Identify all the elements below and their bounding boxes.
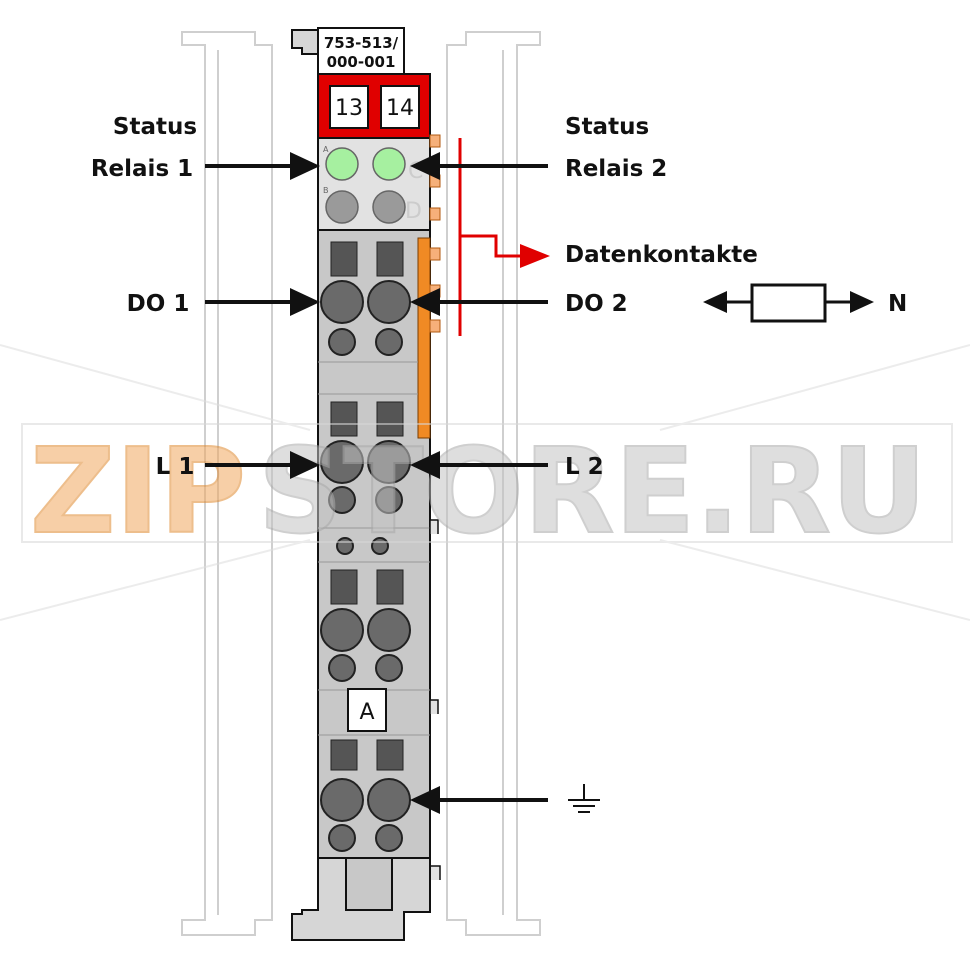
lever-pe1 [330,739,358,771]
data-contact-6 [429,319,441,333]
label-status-relais-1-line1: Status [113,114,197,140]
arrowhead-status-2 [410,152,440,180]
arrowhead-do1 [290,288,320,316]
io-module: 753-513/ 000-001 13 14 A B C D [291,27,441,941]
article-number-line1: 753-513/ [324,34,399,52]
arrowhead-status-1 [290,152,320,180]
lever-do1 [330,241,358,277]
label-status-relais-1-line2: Relais 1 [91,156,193,182]
test-point-pe2 [375,824,403,852]
data-contact-1 [429,134,441,148]
status-led-relais-2 [372,147,406,181]
datenkontakte-arrowhead [520,244,550,268]
test-point-do1 [328,328,356,356]
watermark-diag-3 [659,344,970,431]
clamp-pe1 [320,778,364,822]
lever-l2 [376,401,404,437]
clamp-l1 [320,440,364,484]
test-point-l1 [328,486,356,514]
lever-l1 [330,401,358,437]
terminal-block-n [320,569,411,682]
arrowheads [290,152,440,814]
label-status-relais-2-line1: Status [565,114,649,140]
terminal-block-do [320,241,411,356]
led-letter-d: D [405,199,422,224]
load-left-arrowhead [703,291,727,313]
label-l2: L 2 [565,454,604,480]
watermark-text-gray: STORE.RU [258,422,927,560]
side-notch-2 [429,699,439,714]
ground-icon [568,784,600,813]
arrowhead-do2 [410,288,440,316]
label-do1: DO 1 [127,291,190,317]
data-contact-4 [429,247,441,261]
watermark-diag-2 [0,539,311,621]
label-datenkontakte: Datenkontakte [565,242,758,268]
clamp-pe2 [367,778,411,822]
terminal-block-pe [320,739,411,852]
rail-outline [181,31,541,936]
test-point-n2 [375,654,403,682]
article-number-box [317,27,405,75]
lever-n2 [376,569,404,605]
test-point-n1 [328,654,356,682]
terminal-14-box [380,85,420,129]
marker-box [347,688,387,732]
watermark: ZIP STORE.RU [0,344,970,621]
marker-label: A [359,700,374,725]
clamp-do1 [320,280,364,324]
test-point-pe1 [328,824,356,852]
arrowhead-l1 [290,451,320,479]
load-right-arrowhead [850,291,874,313]
label-l1: L 1 [156,454,195,480]
terminal-13-label: 13 [335,96,363,121]
arrowhead-pe [410,786,440,814]
callout-arrows [205,164,548,802]
test-point-do2 [375,328,403,356]
terminal-13-box [329,85,369,129]
arrowhead-l2 [410,451,440,479]
load-resistor [750,283,827,323]
watermark-diag-1 [0,344,311,431]
watermark-diag-4 [659,539,970,621]
article-number-line2: 000-001 [327,53,396,71]
lever-do2 [376,241,404,277]
clamp-do2 [367,280,411,324]
label-do2: DO 2 [565,291,628,317]
lever-n1 [330,569,358,605]
watermark-text-orange: ZIP [30,422,246,560]
led-letter-b: B [323,186,329,195]
watermark-frame [21,423,953,543]
clamp-n2 [367,608,411,652]
label-n: N [888,291,907,317]
lever-pe2 [376,739,404,771]
label-status-relais-2-line2: Relais 2 [565,156,667,182]
data-contact-strip [417,237,431,439]
led-letter-a: A [323,145,329,154]
side-notch-1 [429,519,439,534]
status-led-d [372,190,406,224]
clamp-l2 [367,440,411,484]
terminal-block-l [320,401,411,514]
status-led-b [325,190,359,224]
bottom-latch [345,857,393,911]
data-contact-3 [429,207,441,221]
terminal-14-label: 14 [386,96,414,121]
status-led-relais-1 [325,147,359,181]
load-symbol [703,283,874,323]
clamp-n1 [320,608,364,652]
test-point-l2 [375,486,403,514]
side-notch-3 [429,865,441,880]
